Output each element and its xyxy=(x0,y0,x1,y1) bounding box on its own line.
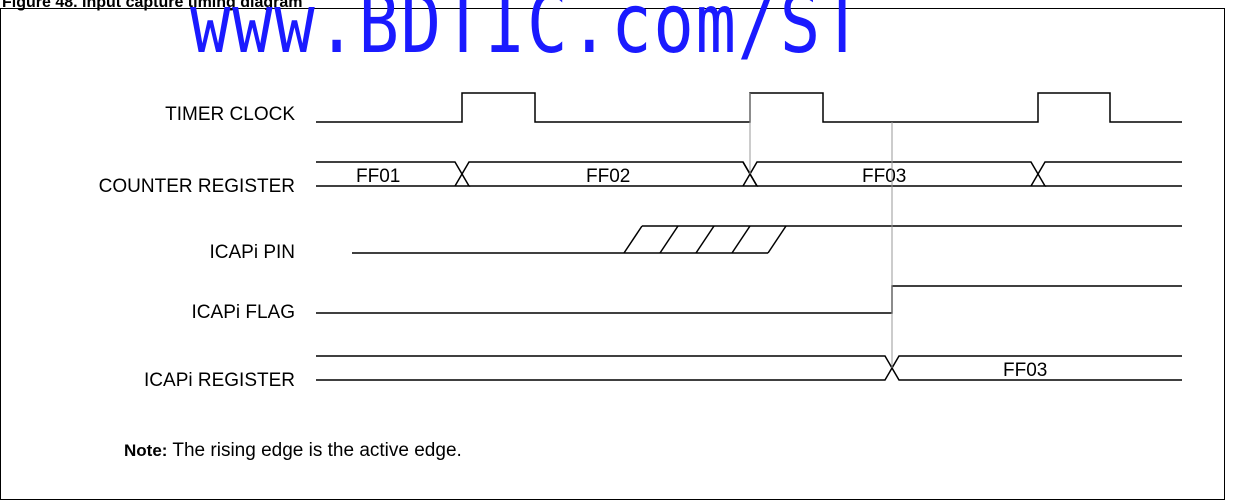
label-icap-flag: ICAPi FLAG xyxy=(192,302,295,323)
label-icap-register: ICAPi REGISTER xyxy=(144,370,295,391)
label-icap-pin: ICAPi PIN xyxy=(209,242,295,263)
icap-flag-waveform xyxy=(316,285,1182,314)
counter-register-bus xyxy=(316,161,1182,187)
counter-value-ff02: FF02 xyxy=(586,166,630,187)
note-text: The rising edge is the active edge. xyxy=(167,440,462,461)
icap-register-bus xyxy=(316,355,1182,381)
label-counter-register: COUNTER REGISTER xyxy=(99,176,295,197)
note: Note: The rising edge is the active edge… xyxy=(124,440,462,462)
icap-pin-waveform xyxy=(352,225,1182,254)
timer-clock-waveform xyxy=(316,92,1182,123)
label-timer-clock: TIMER CLOCK xyxy=(165,104,295,125)
counter-value-ff03: FF03 xyxy=(862,166,906,187)
register-value-ff03: FF03 xyxy=(1003,360,1047,381)
figure-caption: Figure 48. Input capture timing diagram xyxy=(2,0,303,11)
watermark: www.BDTIC.com/ST xyxy=(190,0,864,72)
diagram-frame xyxy=(0,8,1225,500)
counter-value-ff01: FF01 xyxy=(356,166,400,187)
note-label: Note: xyxy=(124,441,168,460)
